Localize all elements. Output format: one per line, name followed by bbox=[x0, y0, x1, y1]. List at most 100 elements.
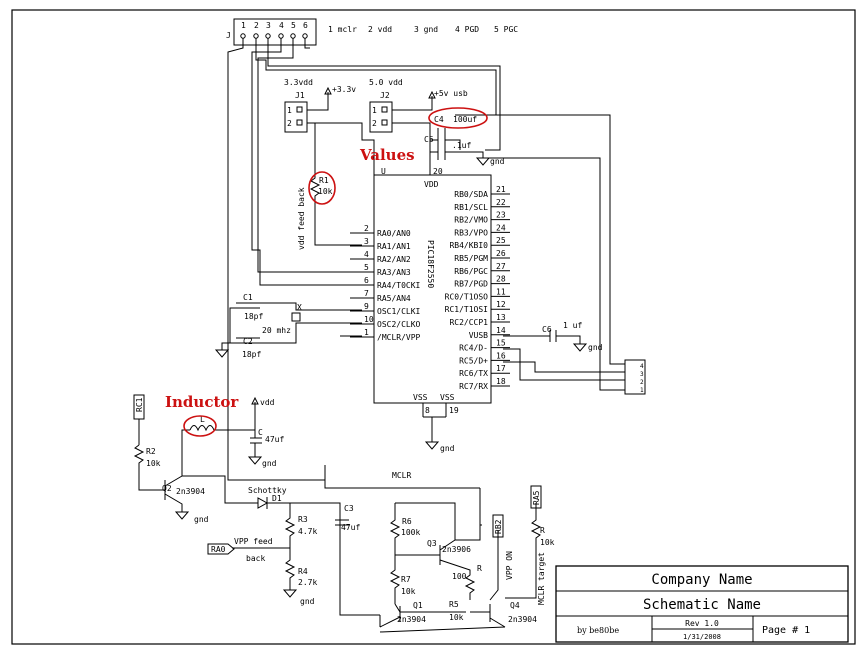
mcu-right-pin-label: RC6/TX bbox=[459, 369, 488, 378]
jumper-j1 bbox=[284, 101, 308, 133]
vdd-label: vdd bbox=[260, 398, 275, 407]
c3-ref: C3 bbox=[344, 504, 354, 513]
j2-pin-1: 1 bbox=[372, 106, 377, 115]
connector-j-legend-3: 3 gnd bbox=[414, 25, 438, 34]
r-target-value: 10k bbox=[540, 538, 555, 547]
mcu-ref: U bbox=[381, 167, 386, 176]
top-gnd: gnd bbox=[490, 157, 505, 166]
j1-ref: J1 bbox=[295, 91, 305, 100]
rail-5v-usb: +5v usb bbox=[434, 89, 468, 98]
mcu-right-pin-label: RB7/PGD bbox=[454, 280, 488, 289]
usb-pin-2: 2 bbox=[640, 379, 644, 386]
mcu-right-pin-number: 28 bbox=[496, 275, 506, 284]
connector-j: J 1 2 3 4 5 6 1 mclr 2 vdd 3 gnd 4 PGD 5… bbox=[226, 18, 518, 46]
r1-value: 10k bbox=[318, 187, 333, 196]
mcu-left-pin-label: RA4/T0CKI bbox=[377, 281, 421, 290]
r5-value: 10k bbox=[449, 613, 464, 622]
connector-j-pin-6: 6 bbox=[303, 21, 308, 30]
mcu-vss-pin-1: 8 bbox=[425, 406, 430, 415]
mcu-left-pin-label: RA3/AN3 bbox=[377, 268, 411, 277]
r5-ref: R5 bbox=[449, 600, 459, 609]
mcu-left-pin-number: 1 bbox=[364, 328, 369, 337]
c6-gnd: gnd bbox=[588, 343, 603, 352]
mcu-right-pin-label: RC2/CCP1 bbox=[449, 318, 488, 327]
mcu-left-pin-number: 9 bbox=[364, 302, 369, 311]
rail-3v3: +3.3v bbox=[332, 85, 356, 94]
mcu-right-pin-number: 18 bbox=[496, 377, 506, 386]
q2-gnd: gnd bbox=[194, 515, 209, 524]
usb-pin-3: 3 bbox=[640, 371, 644, 378]
mcu-left-pin-number: 10 bbox=[364, 315, 374, 324]
r1-resistor: R1 10k vdd feed back bbox=[297, 171, 362, 250]
r1-highlight bbox=[308, 171, 336, 205]
schematic-name: Schematic Name bbox=[643, 597, 761, 613]
connector-j-legend-5: 5 PGC bbox=[494, 25, 518, 34]
r100-value: 100 bbox=[452, 572, 467, 581]
mcu-left-pin-number: 7 bbox=[364, 289, 369, 298]
mcu-right-pin-label: VUSB bbox=[469, 331, 488, 340]
q3-type: 2n3906 bbox=[442, 545, 471, 554]
r3-ref: R3 bbox=[298, 515, 308, 524]
usb-body bbox=[624, 359, 646, 395]
mcu-left-pin-label: RA5/AN4 bbox=[377, 294, 411, 303]
mcu-right-pins: 21RB0/SDA22RB1/SCL23RB2/VMO24RB3/VPO25RB… bbox=[445, 185, 510, 391]
mcu-right-pin-number: 11 bbox=[496, 287, 506, 296]
mcu-part: PIC18F2550 bbox=[426, 240, 435, 288]
r4-ref: R4 bbox=[298, 567, 308, 576]
label-3v3-vdd: 3.3vdd bbox=[284, 78, 313, 87]
title-block: Company Name Schematic Name by be80be Re… bbox=[555, 565, 849, 643]
mcu-gnd: gnd bbox=[440, 444, 455, 453]
j1-pin-2: 2 bbox=[287, 119, 292, 128]
mcu-left-pin-label: OSC1/CLKI bbox=[377, 307, 421, 316]
mcu-body bbox=[373, 174, 492, 404]
connector-j-ref: J bbox=[226, 31, 231, 40]
mcu-left-pin-label: /MCLR/VPP bbox=[377, 333, 421, 342]
c4-ref: C4 bbox=[434, 115, 444, 124]
c1-value: 18pf bbox=[244, 312, 263, 321]
date: 1/31/2008 bbox=[683, 633, 721, 641]
c2-value: 18pf bbox=[242, 350, 261, 359]
mcu-right-pin-number: 12 bbox=[496, 300, 506, 309]
usb-pin-1: 1 bbox=[640, 387, 644, 394]
mcu-left-pin-number: 5 bbox=[364, 263, 369, 272]
mcu-right-pin-number: 17 bbox=[496, 364, 506, 373]
sheet-border bbox=[11, 9, 856, 645]
mcu-left-pin-number: 3 bbox=[364, 237, 369, 246]
mcu-right-pin-number: 26 bbox=[496, 249, 506, 258]
mcu-right-pin-number: 25 bbox=[496, 236, 506, 245]
power-select: 3.3vdd 5.0 vdd J1 J2 1 2 1 2 +3.3v +5v u… bbox=[284, 78, 468, 175]
connector-j-pin-3: 3 bbox=[266, 21, 271, 30]
mcu-right-pin-number: 23 bbox=[496, 211, 506, 220]
r1-ref: R1 bbox=[319, 176, 329, 185]
mcu-right-pin-label: RC4/D- bbox=[459, 344, 488, 353]
annotation-inductor: Inductor bbox=[165, 393, 239, 411]
usb-connector: 4 3 2 1 bbox=[485, 114, 646, 395]
r7-ref: R7 bbox=[401, 575, 411, 584]
mcu-right-pin-label: RB6/PGC bbox=[454, 267, 488, 276]
mcu-right-pin-number: 24 bbox=[496, 223, 506, 232]
r2-ref: R2 bbox=[146, 447, 156, 456]
c6-value: 1 uf bbox=[563, 321, 582, 330]
mcu-right-pin-number: 27 bbox=[496, 262, 506, 271]
mcu-left-pin-number: 4 bbox=[364, 250, 369, 259]
q3-ref: Q3 bbox=[427, 539, 437, 548]
mcu-right-pin-label: RB0/SDA bbox=[454, 190, 488, 199]
mcu-left-pin-label: OSC2/CLKO bbox=[377, 320, 421, 329]
revision: Rev 1.0 bbox=[685, 619, 719, 628]
ra0-label: RA0 bbox=[211, 545, 226, 554]
r4-value: 2.7k bbox=[298, 578, 317, 587]
mcu-right-pin-label: RB5/PGM bbox=[454, 254, 488, 263]
c2-ref: C2 bbox=[243, 337, 253, 346]
mcu-left-pin-label: RA2/AN2 bbox=[377, 255, 411, 264]
inductor-highlight bbox=[183, 415, 217, 437]
rb2-port: RB2 bbox=[492, 514, 504, 538]
vpp-boost: Inductor RC1 bbox=[133, 393, 555, 633]
crystal-ref: X bbox=[297, 303, 302, 312]
mcu-vdd-label: VDD bbox=[424, 180, 439, 189]
connector-j-pin-4: 4 bbox=[279, 21, 284, 30]
c4-value: 100uf bbox=[453, 115, 477, 124]
c3-value: 47uf bbox=[341, 523, 360, 532]
j2-ref: J2 bbox=[380, 91, 390, 100]
q4-ref: Q4 bbox=[510, 601, 520, 610]
